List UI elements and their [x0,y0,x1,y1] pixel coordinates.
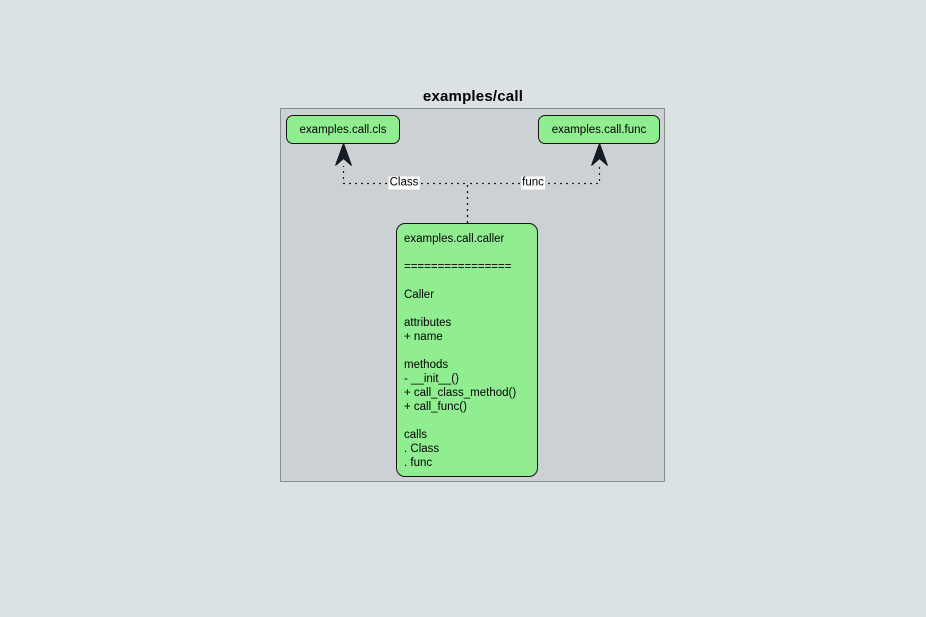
edge-caller-to-func [466,142,608,223]
node-func-label: examples.call.func [551,123,647,136]
edge-label-func: func [521,176,545,190]
node-cls-label: examples.call.cls [299,123,387,136]
edge-label-class: Class [388,176,420,190]
arrowhead-up-icon [591,142,608,166]
edge-line-class [342,166,469,223]
node-caller: examples.call.caller ================ Ca… [396,223,538,477]
arrowhead-up-icon [335,142,352,166]
node-func: examples.call.func [538,115,660,144]
edge-line-func [466,166,601,223]
node-caller-text: examples.call.caller ================ Ca… [404,233,517,469]
node-cls: examples.call.cls [286,115,400,144]
diagram-title: examples/call [422,88,524,105]
